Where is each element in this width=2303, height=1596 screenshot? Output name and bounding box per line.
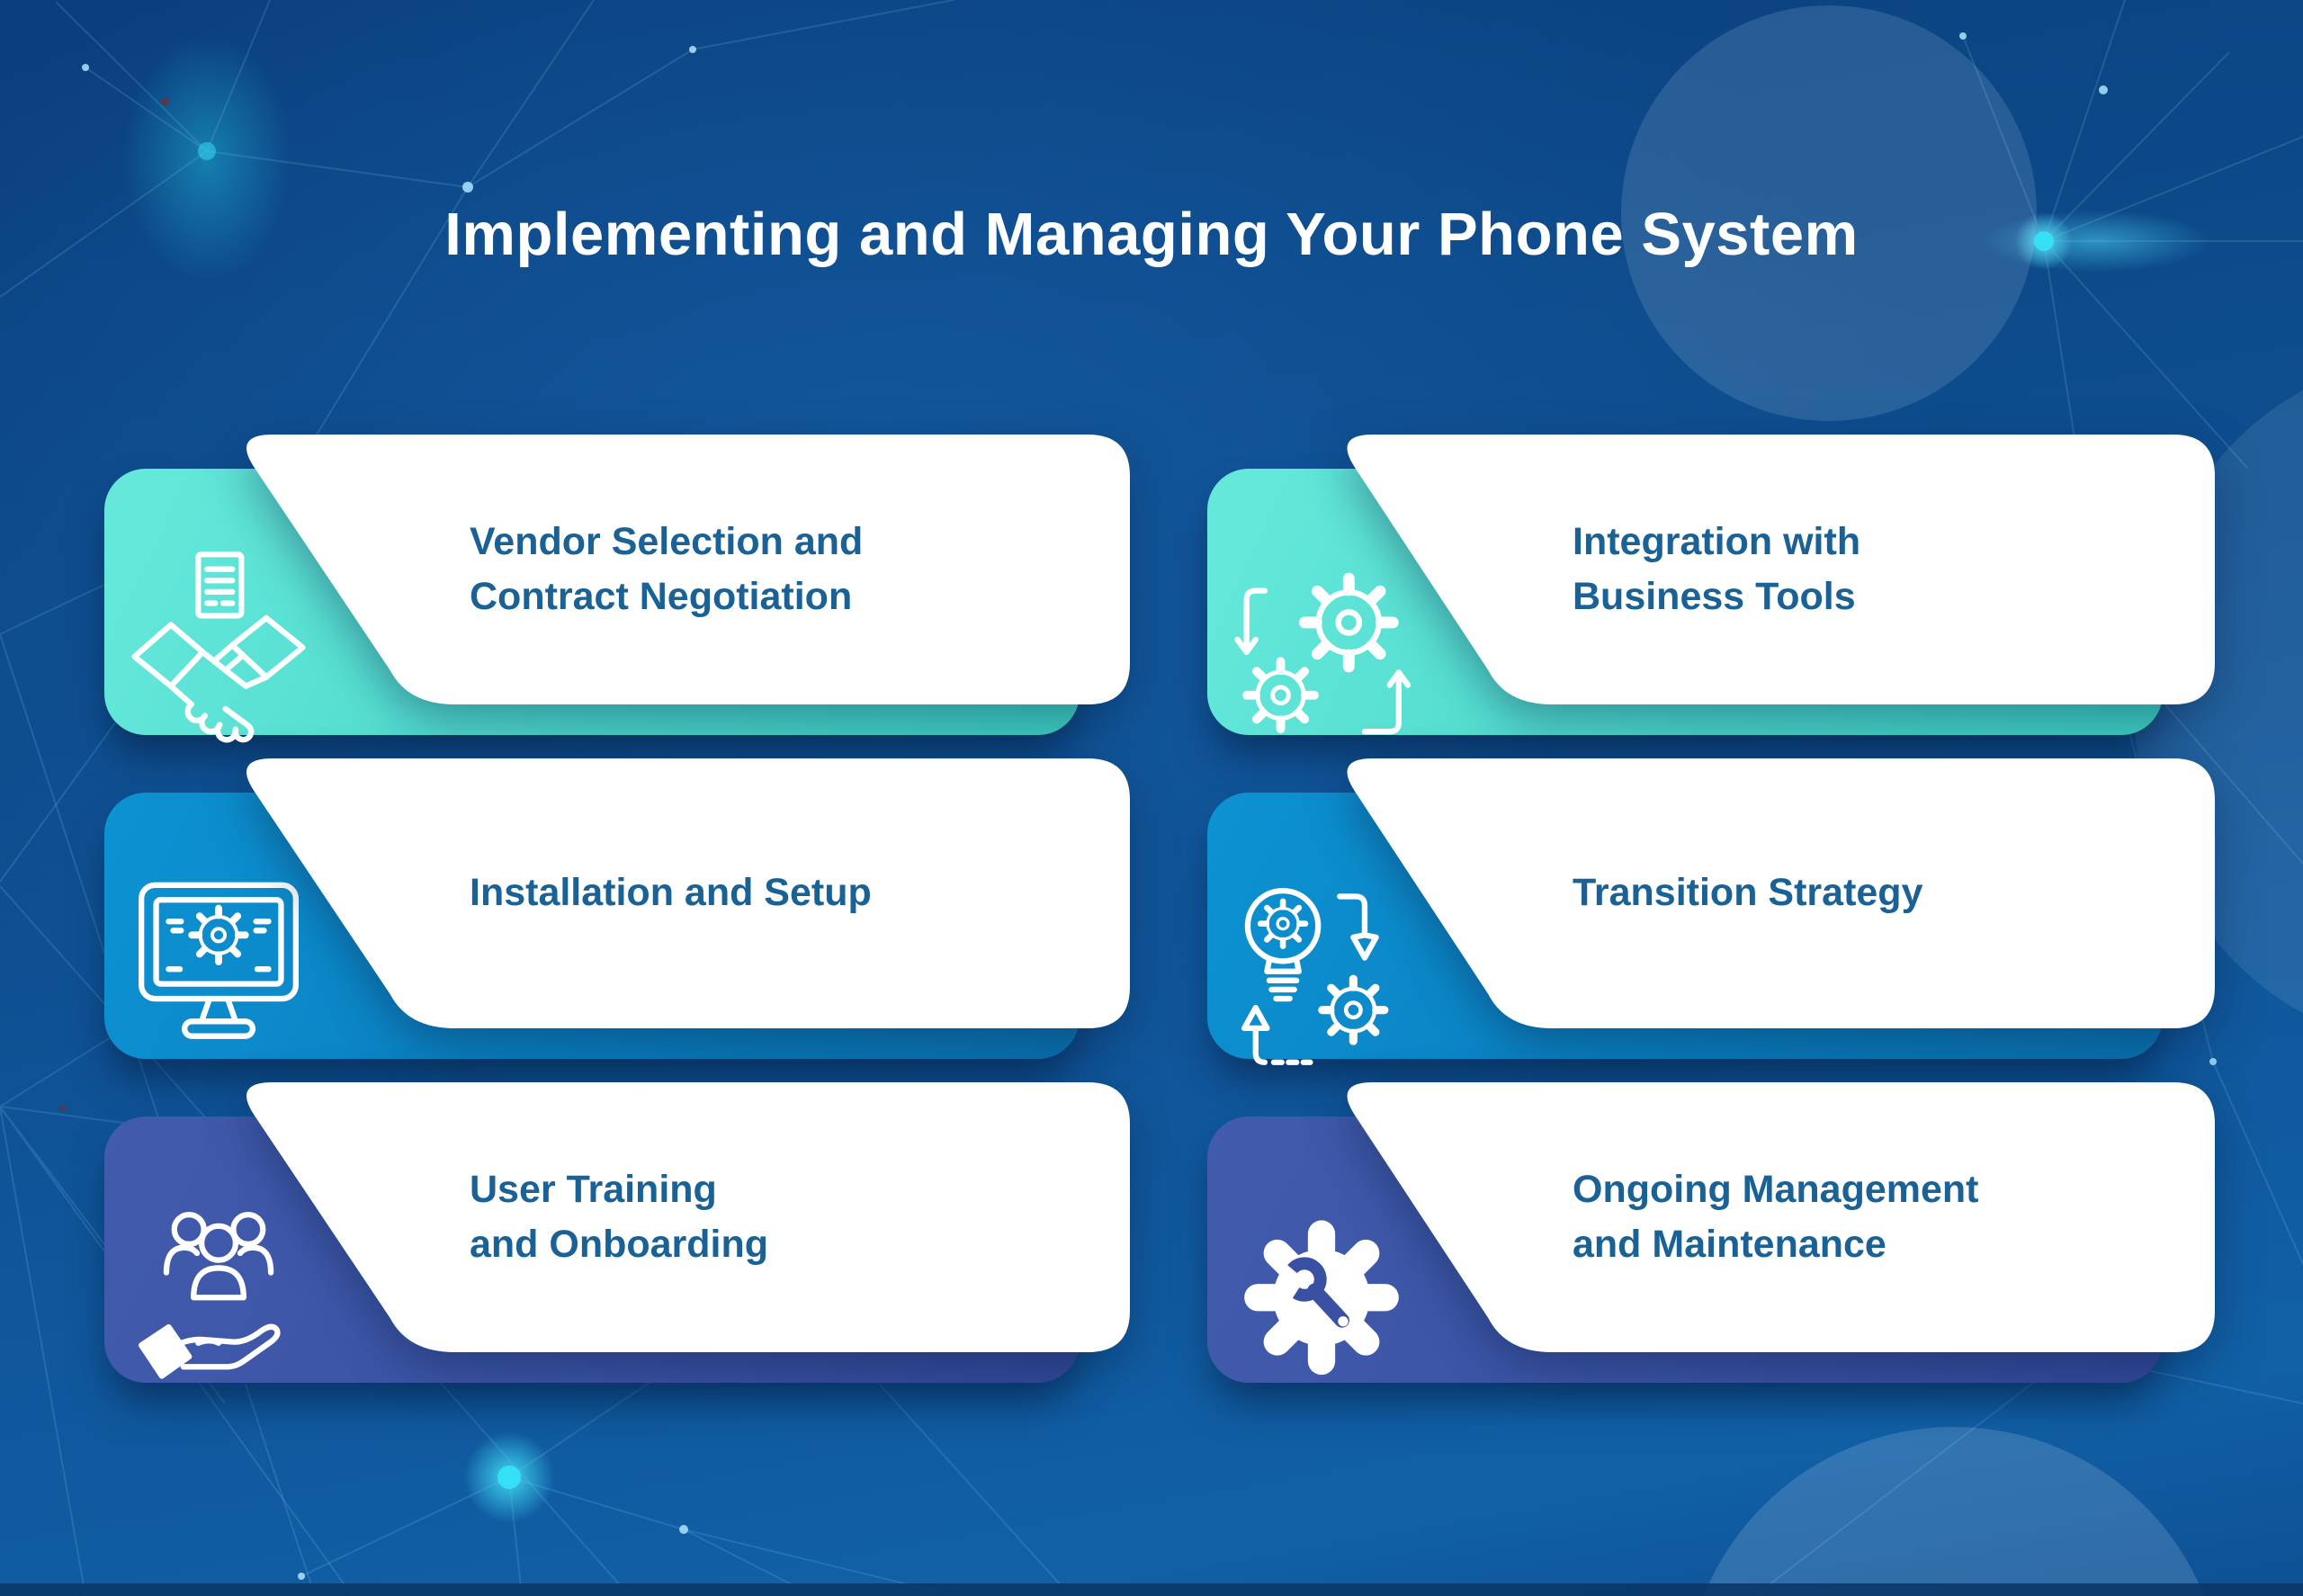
card-title-line: and Maintenance <box>1573 1223 1886 1266</box>
card-user-training: User Training and Onboarding <box>104 1082 1130 1388</box>
card-transition: Transition Strategy <box>1207 758 2215 1065</box>
card-ongoing-management-title: Ongoing Management and Maintenance <box>1573 1082 2182 1352</box>
card-title-line: and Onboarding <box>470 1223 769 1266</box>
team-hand-icon <box>138 1211 281 1379</box>
decorative-circle-top-right <box>1621 5 2037 421</box>
gear-wrench-icon <box>1244 1220 1399 1376</box>
lightbulb-gear-transition-icon <box>1241 887 1412 1065</box>
card-vendor-selection: Vendor Selection and Contract Negotiatio… <box>104 435 1130 743</box>
handshake-document-icon <box>131 551 306 743</box>
card-title-line: Contract Negotiation <box>470 575 853 618</box>
card-title-line: Transition Strategy <box>1573 871 1923 915</box>
card-installation: Installation and Setup <box>104 758 1130 1064</box>
monitor-gear-icon <box>138 882 300 1039</box>
card-ongoing-management: Ongoing Management and Maintenance <box>1207 1082 2215 1388</box>
page-title: Implementing and Managing Your Phone Sys… <box>444 201 1859 268</box>
bottom-edge-band <box>0 1583 2303 1596</box>
card-integration-title: Integration with Business Tools <box>1573 435 2182 704</box>
card-title-line: Integration with <box>1573 519 1861 563</box>
card-user-training-title: User Training and Onboarding <box>470 1082 1098 1352</box>
card-title-line: Business Tools <box>1573 575 1856 618</box>
card-vendor-selection-title: Vendor Selection and Contract Negotiatio… <box>470 435 1098 704</box>
card-title-line: Ongoing Management <box>1573 1167 1979 1211</box>
card-integration: Integration with Business Tools <box>1207 435 2215 740</box>
integration-gears-icon <box>1234 551 1411 735</box>
card-transition-title: Transition Strategy <box>1573 758 2182 1028</box>
card-title-line: User Training <box>470 1167 717 1211</box>
card-installation-title: Installation and Setup <box>470 758 1098 1028</box>
card-title-line: Vendor Selection and <box>470 519 864 563</box>
card-title-line: Installation and Setup <box>470 871 872 915</box>
